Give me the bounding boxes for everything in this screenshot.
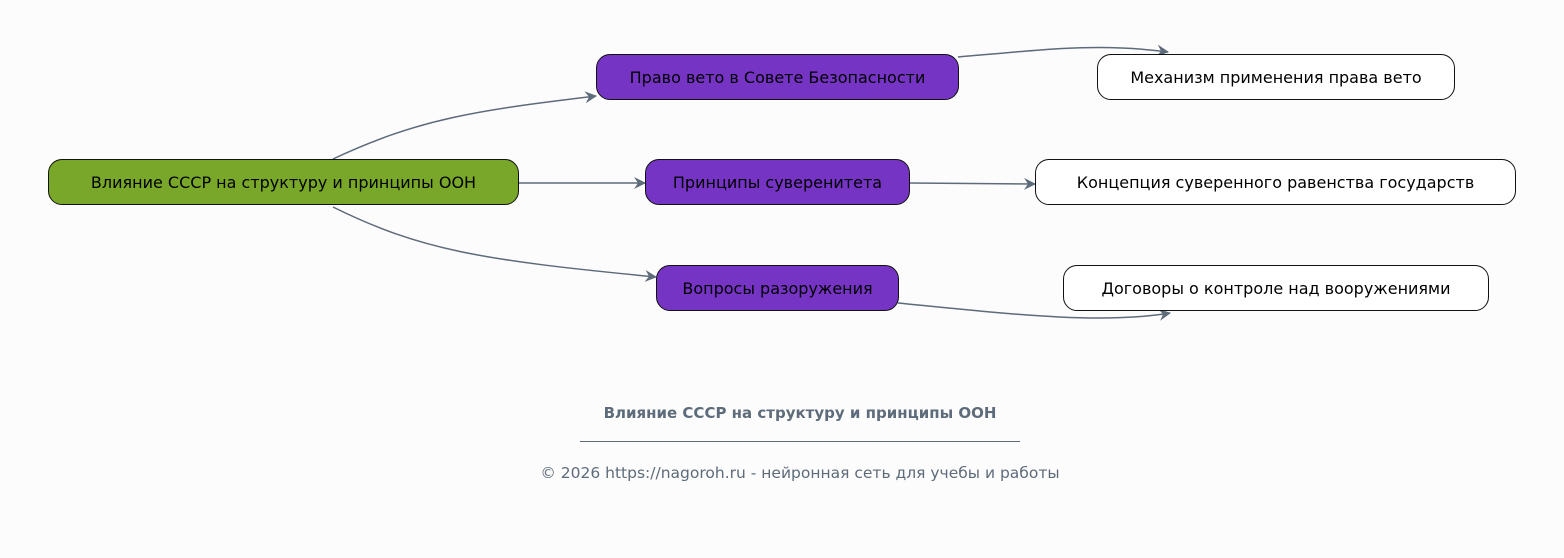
leaf-node-label: Механизм применения права вето xyxy=(1130,67,1422,87)
edge-disarmament-to-treaties xyxy=(897,302,1171,321)
branch-node-disarmament: Вопросы разоружения xyxy=(656,265,899,311)
footer-title: Влияние СССР на структуру и принципы ООН xyxy=(603,404,997,422)
branch-node-veto: Право вето в Совете Безопасности xyxy=(596,54,959,100)
edge-root-to-veto xyxy=(332,91,597,160)
branch-node-sovereignty: Принципы суверенитета xyxy=(645,159,910,205)
leaf-node-sovereign-equality: Концепция суверенного равенства государс… xyxy=(1035,159,1516,205)
root-node: Влияние СССР на структуру и принципы ООН xyxy=(48,159,519,205)
edge-root-to-disarmament xyxy=(332,206,657,282)
leaf-node-arms-treaties: Договоры о контроле над вооружениями xyxy=(1063,265,1489,311)
footer-copyright: © 2026 https://nagoroh.ru - нейронная се… xyxy=(540,464,1060,482)
branch-node-label: Вопросы разоружения xyxy=(682,278,873,298)
branch-node-label: Принципы суверенитета xyxy=(672,172,883,192)
footer-divider xyxy=(580,441,1020,442)
leaf-node-veto-mechanism: Механизм применения права вето xyxy=(1097,54,1455,100)
edge-sovereignty-to-equality xyxy=(908,177,1036,190)
leaf-node-label: Договоры о контроле над вооружениями xyxy=(1101,278,1451,298)
edge-veto-to-mechanism xyxy=(957,44,1169,58)
leaf-node-label: Концепция суверенного равенства государс… xyxy=(1076,172,1475,192)
root-node-label: Влияние СССР на структуру и принципы ООН xyxy=(90,172,477,192)
branch-node-label: Право вето в Совете Безопасности xyxy=(629,67,926,87)
